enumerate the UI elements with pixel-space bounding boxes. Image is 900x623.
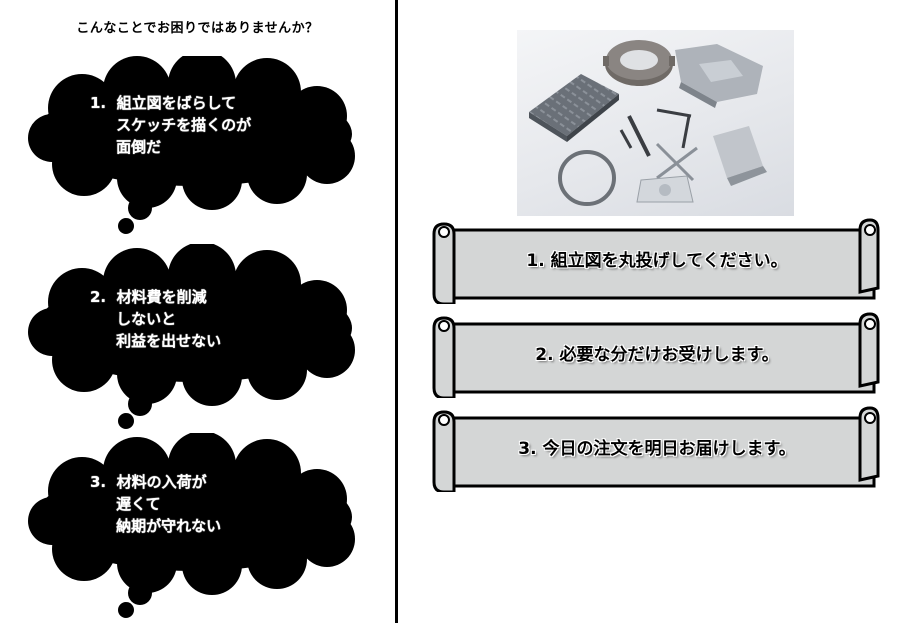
scroll-shape-icon <box>432 218 880 304</box>
vertical-divider <box>395 0 398 623</box>
metal-parts-photo <box>517 30 794 216</box>
scroll-banner-3: 3. 今日の注文を明日お届けします。 <box>428 406 880 492</box>
scroll-shape-icon <box>432 312 880 398</box>
thought-bubble-2: 2. 材料費を削減 しないと 利益を出せない <box>22 244 367 429</box>
metal-parts-icon <box>529 40 767 206</box>
thought-bubble-3: 3. 材料の入荷が 遅くて 納期が守れない <box>22 433 367 618</box>
banner-text-1: 1. 組立図を丸投げしてください。 <box>526 251 788 271</box>
banner-text-2: 2. 必要な分だけお受けします。 <box>535 345 779 365</box>
bubble-text-1: 1. 組立図をばらして スケッチを描くのが 面倒だ <box>90 94 252 156</box>
scroll-banner-2: 2. 必要な分だけお受けします。 <box>428 312 880 398</box>
bubble-text-3: 3. 材料の入荷が 遅くて 納期が守れない <box>90 473 222 535</box>
scroll-banner-1: 1. 組立図を丸投げしてください。 <box>428 218 880 304</box>
banner-text-3: 3. 今日の注文を明日お届けします。 <box>518 439 796 459</box>
scroll-shape-icon <box>432 406 880 492</box>
bubble-text-2: 2. 材料費を削減 しないと 利益を出せない <box>90 288 222 350</box>
cloud-shape-icon <box>28 244 355 429</box>
page-title: こんなことでお困りではありませんか？ <box>76 21 319 36</box>
cloud-shape-icon <box>28 433 355 618</box>
thought-bubble-1: 1. 組立図をばらして スケッチを描くのが 面倒だ <box>22 56 367 236</box>
cloud-shape-icon <box>28 56 355 234</box>
